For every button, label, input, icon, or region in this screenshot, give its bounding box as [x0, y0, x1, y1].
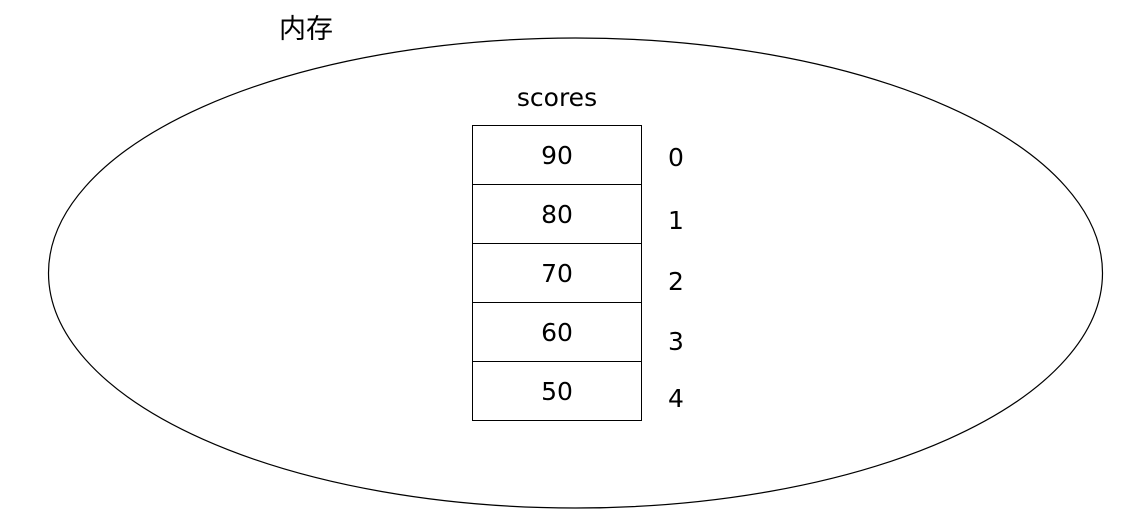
table-row: 90 [472, 125, 642, 185]
array-index-4: 4 [668, 383, 684, 413]
memory-ellipse-shape [47, 37, 1104, 509]
array-name-label: scores [516, 83, 598, 112]
memory-label: 内存 [279, 14, 333, 45]
array-table: 90 80 70 60 50 [472, 125, 642, 421]
array-cell-4: 50 [472, 361, 642, 421]
array-cell-3: 60 [472, 302, 642, 362]
array-index-2: 2 [668, 267, 684, 296]
array-cell-1: 80 [472, 184, 642, 244]
array-index-3: 3 [668, 327, 684, 356]
array-cell-2: 70 [472, 243, 642, 303]
array-index-1: 1 [668, 205, 684, 235]
array-index-0: 0 [668, 143, 684, 172]
table-row: 80 [472, 184, 642, 244]
table-row: 50 [472, 361, 642, 421]
table-row: 60 [472, 302, 642, 362]
array-cell-0: 90 [472, 125, 642, 185]
array-index-column: 0 1 2 3 4 [644, 125, 704, 426]
table-row: 70 [472, 243, 642, 303]
